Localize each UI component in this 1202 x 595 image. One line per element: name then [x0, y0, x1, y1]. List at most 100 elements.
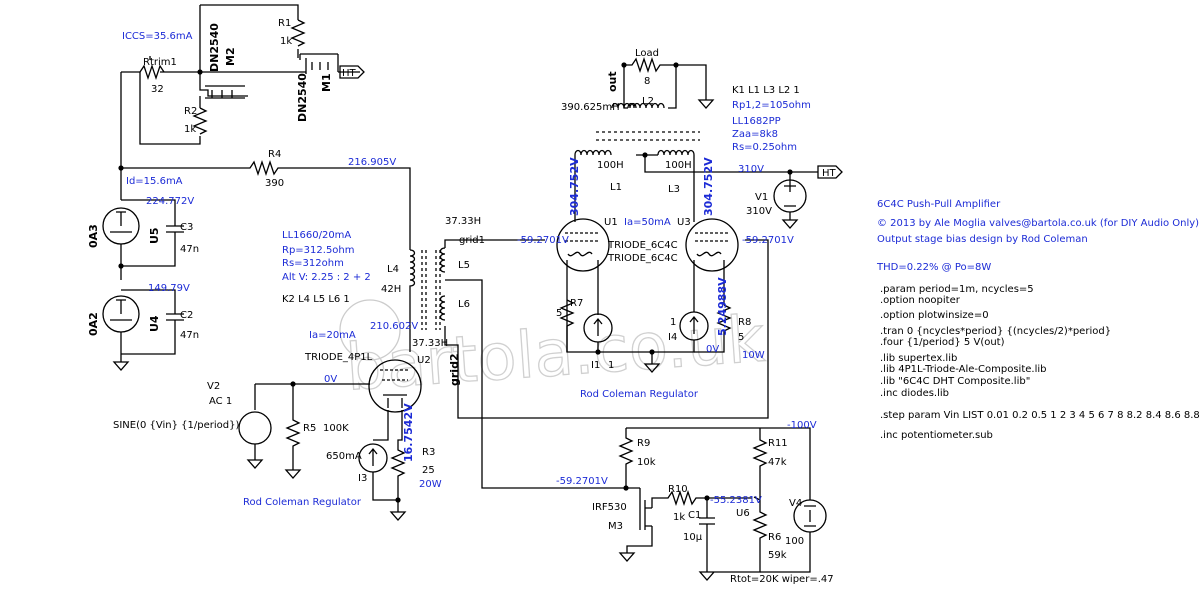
label-20w: 20W	[419, 479, 442, 490]
label-node-0v: 0V	[324, 374, 337, 385]
note-thd: THD=0.22% @ Po=8W	[876, 262, 991, 273]
label-u5: U5	[148, 227, 161, 244]
label-r8-value: 5	[738, 332, 744, 343]
label-c3: C3	[180, 222, 193, 233]
label-rp12: Rp1,2=105ohm	[732, 100, 811, 111]
label-altv: Alt V: 2.25 : 2 + 2	[282, 272, 371, 283]
label-node-16v: 16.7542V	[402, 403, 415, 462]
label-m2-type: DN2540	[208, 23, 221, 72]
label-oa2: 0A2	[87, 312, 100, 336]
label-load: Load	[635, 48, 659, 59]
label-r7: R7	[570, 298, 583, 309]
label-m1: M1	[320, 73, 333, 92]
label-r10: R10	[668, 484, 688, 495]
label-sine: SINE(0 {Vin} {1/period})	[113, 420, 239, 431]
label-irf530: IRF530	[592, 502, 627, 513]
label-ia20: Ia=20mA	[309, 330, 356, 341]
label-node-304v-right: 304.752V	[702, 157, 715, 216]
note-copyright: © 2013 by Ale Moglia valves@bartola.co.u…	[877, 218, 1199, 229]
label-l4-value: 42H	[381, 284, 401, 295]
spice-noopiter: .option noopiter	[880, 295, 961, 306]
label-r4-value: 390	[265, 178, 284, 189]
label-triode-4p1l: TRIODE_4P1L	[304, 352, 373, 363]
spice-lib-4p1l: .lib 4P1L-Triode-Ale-Composite.lib	[880, 364, 1046, 375]
label-r11: R11	[768, 438, 788, 449]
label-node-304v-left: 304.752V	[568, 157, 581, 216]
label-i3: I3	[358, 473, 367, 484]
label-u1: U1	[604, 217, 618, 228]
label-r3: R3	[422, 447, 435, 458]
label-oa3: 0A3	[87, 224, 100, 248]
label-i4: I4	[668, 332, 677, 343]
label-r9: R9	[637, 438, 650, 449]
output-transformer	[574, 56, 843, 229]
label-id: Id=15.6mA	[126, 176, 183, 187]
label-10w: 10W	[742, 350, 765, 361]
label-triode-6c4c-2: TRIODE_6C4C	[607, 253, 678, 264]
label-r2: R2	[184, 106, 197, 117]
spice-inc-pot: .inc potentiometer.sub	[880, 430, 993, 441]
label-37h-top: 37.33H	[445, 216, 481, 227]
label-i650: 650mA	[326, 451, 362, 462]
spice-plotwinsize: .option plotwinsize=0	[880, 310, 989, 321]
label-l5: L5	[458, 260, 470, 271]
label-node-0v-2: 0V	[706, 344, 719, 355]
label-l2: L2	[642, 96, 654, 107]
label-r9-value: 10k	[637, 457, 656, 468]
label-rod-coleman-1: Rod Coleman Regulator	[243, 497, 362, 508]
ccs-section	[118, 4, 365, 171]
label-load-value: 8	[644, 76, 650, 87]
label-c2-value: 47n	[180, 330, 199, 341]
label-r7-value: 5	[556, 308, 562, 319]
label-m2: M2	[224, 47, 237, 66]
label-c2: C2	[180, 310, 193, 321]
spice-step: .step param Vin LIST 0.01 0.2 0.5 1 2 3 …	[880, 410, 1202, 421]
label-node-224v: 224.772V	[146, 196, 194, 207]
label-ht-1: HT	[342, 68, 357, 79]
label-i1: I1	[591, 360, 600, 371]
label-out: out	[606, 71, 619, 92]
label-node-55v: -55.2381V	[710, 495, 762, 506]
watermark-logo	[339, 299, 401, 361]
label-iccs: ICCS=35.6mA	[122, 31, 193, 42]
label-i4-value: 1	[670, 317, 676, 328]
label-v1: V1	[755, 192, 768, 203]
spice-four: .four {1/period} 5 V(out)	[880, 337, 1005, 348]
label-rtot: Rtot=20K wiper=.47	[730, 574, 834, 585]
label-rtrim-value: 32	[151, 84, 164, 95]
label-u4: U4	[148, 315, 161, 332]
note-credit: Output stage bias design by Rod Coleman	[877, 234, 1088, 245]
label-l4: L4	[387, 264, 399, 275]
label-l3: L3	[668, 184, 680, 195]
label-37h-bottom: 37.33H	[412, 338, 448, 349]
bias-supply	[618, 427, 827, 581]
label-rs25: Rs=0.25ohm	[732, 142, 797, 153]
label-node-5v: 5.24988V	[716, 277, 729, 336]
label-r5-value: 100K	[323, 423, 349, 434]
label-k-line-2: K1 L1 L3 L2 1	[732, 85, 800, 96]
label-v4-value: 100	[785, 536, 804, 547]
label-ll1682: LL1682PP	[732, 116, 781, 127]
spice-param: .param period=1m, ncycles=5	[880, 284, 1034, 295]
label-triode-6c4c-1: TRIODE_6C4C	[607, 240, 678, 251]
label-r1-value: 1k	[280, 36, 292, 47]
label-zaa: Zaa=8k8	[732, 129, 778, 140]
label-r11-value: 47k	[768, 457, 787, 468]
label-u2: U2	[417, 355, 431, 366]
spice-lib-supertex: .lib supertex.lib	[880, 353, 957, 364]
driver-stage	[238, 320, 422, 521]
label-node-216v: 216.905V	[348, 157, 396, 168]
label-r1: R1	[278, 18, 291, 29]
label-c1: C1	[688, 510, 701, 521]
label-310v: 310V	[738, 164, 764, 175]
label-r6: R6	[768, 532, 781, 543]
output-stage	[556, 218, 739, 373]
label-ac1: AC 1	[209, 396, 232, 407]
spice-tran: .tran 0 {ncycles*period} {(ncycles/2)*pe…	[880, 326, 1111, 337]
label-c1-value: 10µ	[683, 532, 703, 543]
label-node-59v-2: -59.2701V	[742, 235, 794, 246]
label-v2: V2	[207, 381, 220, 392]
label-r5: R5	[303, 423, 316, 434]
label-rod-coleman-2: Rod Coleman Regulator	[580, 389, 699, 400]
